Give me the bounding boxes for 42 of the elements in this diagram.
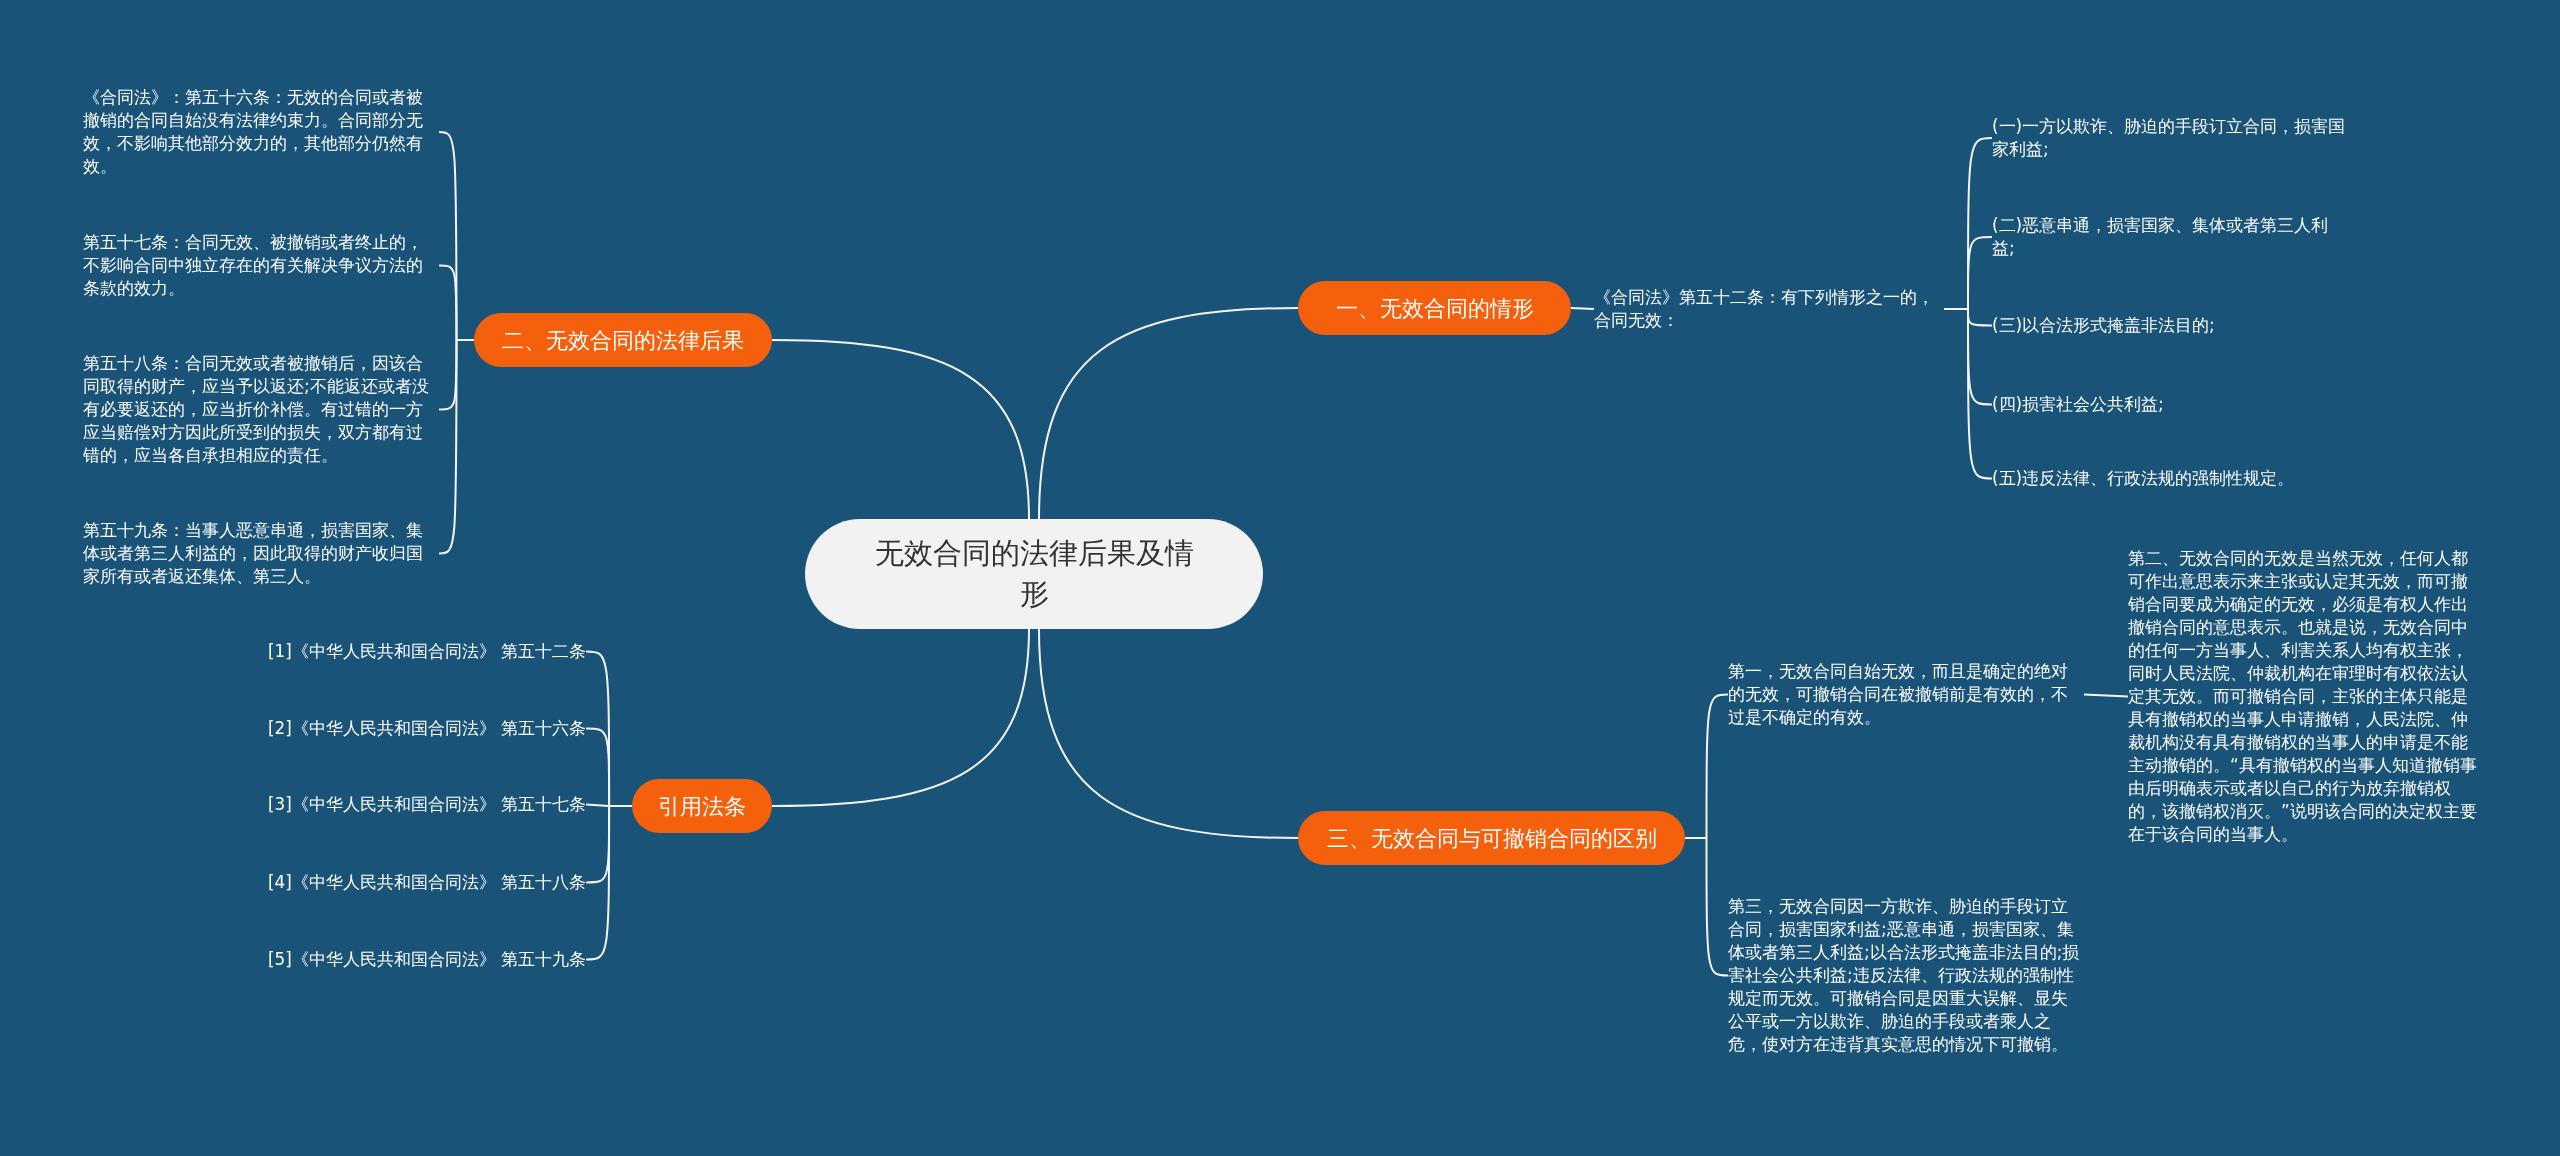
connector-line — [771, 628, 1030, 807]
branch-topic: 一、无效合同的情形 — [1298, 281, 1571, 335]
note-text: 《合同法》第五十二条：有下列情形之一的，合同无效： — [1594, 286, 1944, 332]
note-text: (二)恶意串通，损害国家、集体或者第三人利益; — [1992, 214, 2348, 260]
connector-line — [585, 803, 611, 807]
connector-line — [1038, 628, 1299, 839]
note-text: (一)一方以欺诈、胁迫的手段订立合同，损害国家利益; — [1992, 115, 2348, 161]
connector-line — [2083, 693, 2129, 698]
note-text: (三)以合法形式掩盖非法目的; — [1992, 314, 2348, 337]
note-text: 第三，无效合同因一方欺诈、胁迫的手段订立合同，损害国家利益;恶意串通，损害国家、集体或者第三人利益;以合法形式掩盖非法目的;损害社会公共利益;违反法律、行政法规的强制性规定而无效。可撤销合同是因重大误解、显失公平或一方以欺诈、胁迫的手段或者乘人之危，使对方在违背真实意思的情况下可撤销。 — [1728, 895, 2084, 1056]
reference-text: [1]《中华人民共和国合同法》 第五十二条 — [268, 640, 587, 663]
connector-line — [585, 727, 611, 807]
reference-text: [4]《中华人民共和国合同法》 第五十八条 — [268, 871, 587, 894]
central-topic: 无效合同的法律后果及情形 — [805, 519, 1263, 629]
connector-line — [1038, 307, 1299, 520]
connector-line — [1684, 837, 1708, 839]
note-text: (四)损害社会公共利益; — [1992, 393, 2348, 416]
reference-text: [2]《中华人民共和国合同法》 第五十六条 — [268, 717, 587, 740]
connector-line — [1705, 693, 1729, 839]
note-text: (五)违反法律、行政法规的强制性规定。 — [1992, 467, 2348, 490]
note-text: 《合同法》：第五十六条：无效的合同或者被撤销的合同自始没有法律约束力。合同部分无效，不影响其他部分效力的，其他部分仍然有效。 — [83, 86, 439, 178]
branch-topic: 三、无效合同与可撤销合同的区别 — [1298, 811, 1685, 865]
connector-line — [1570, 307, 1595, 310]
connector-line — [455, 339, 475, 341]
reference-text: [3]《中华人民共和国合同法》 第五十七条 — [268, 793, 587, 816]
connector-line — [1705, 837, 1729, 977]
connector-line — [585, 805, 611, 961]
connector-line — [771, 339, 1030, 520]
branch-topic: 二、无效合同的法律后果 — [474, 313, 772, 367]
connector-line — [1943, 308, 1969, 310]
note-text: 第一，无效合同自始无效，而且是确定的绝对的无效，可撤销合同在被撤销前是有效的，不过是不确定的有效。 — [1728, 660, 2084, 729]
note-text: 第五十八条：合同无效或者被撤销后，因该合同取得的财产，应当予以返还;不能返还或者没有必要返还的，应当折价补偿。有过错的一方应当赔偿对方因此所受到的损失，双方都有过错的，应当各自承担相应的责任。 — [83, 352, 439, 467]
connector-line — [1967, 236, 1993, 310]
note-text: 第五十七条：合同无效、被撤销或者终止的，不影响合同中独立存在的有关解决争议方法的条款的效力。 — [83, 231, 439, 300]
branch-topic: 引用法条 — [632, 779, 772, 833]
note-text: 第二、无效合同的无效是当然无效，任何人都可作出意思表示来主张或认定其无效，而可撤销合同要成为确定的无效，必须是有权人作出撤销合同的意思表示。也就是说，无效合同中的任何一方当事人、利害关系人均有权主张，同时人民法院、仲裁机构在审理时有权依法认定其无效。而可撤销合同，主张的主体只能是具有撤销权的当事人申请撤销，人民法院、仲裁机构没有具有撤销权的当事人的申请是不能主动撤销的。“具有撤销权的当事人知道撤销事由后明确表示或者以自己的行为放弃撤销权的，该撤销权消灭。”说明该合同的决定权主要在于该合同的当事人。 — [2128, 547, 2484, 846]
connector-line — [438, 339, 458, 555]
note-text: 第五十九条：当事人恶意串通，损害国家、集体或者第三人利益的，因此取得的财产收归国家所有或者返还集体、第三人。 — [83, 519, 439, 588]
reference-text: [5]《中华人民共和国合同法》 第五十九条 — [268, 948, 587, 971]
connector-line — [438, 264, 458, 341]
connector-line — [608, 805, 633, 807]
connector-line — [1967, 308, 1993, 480]
